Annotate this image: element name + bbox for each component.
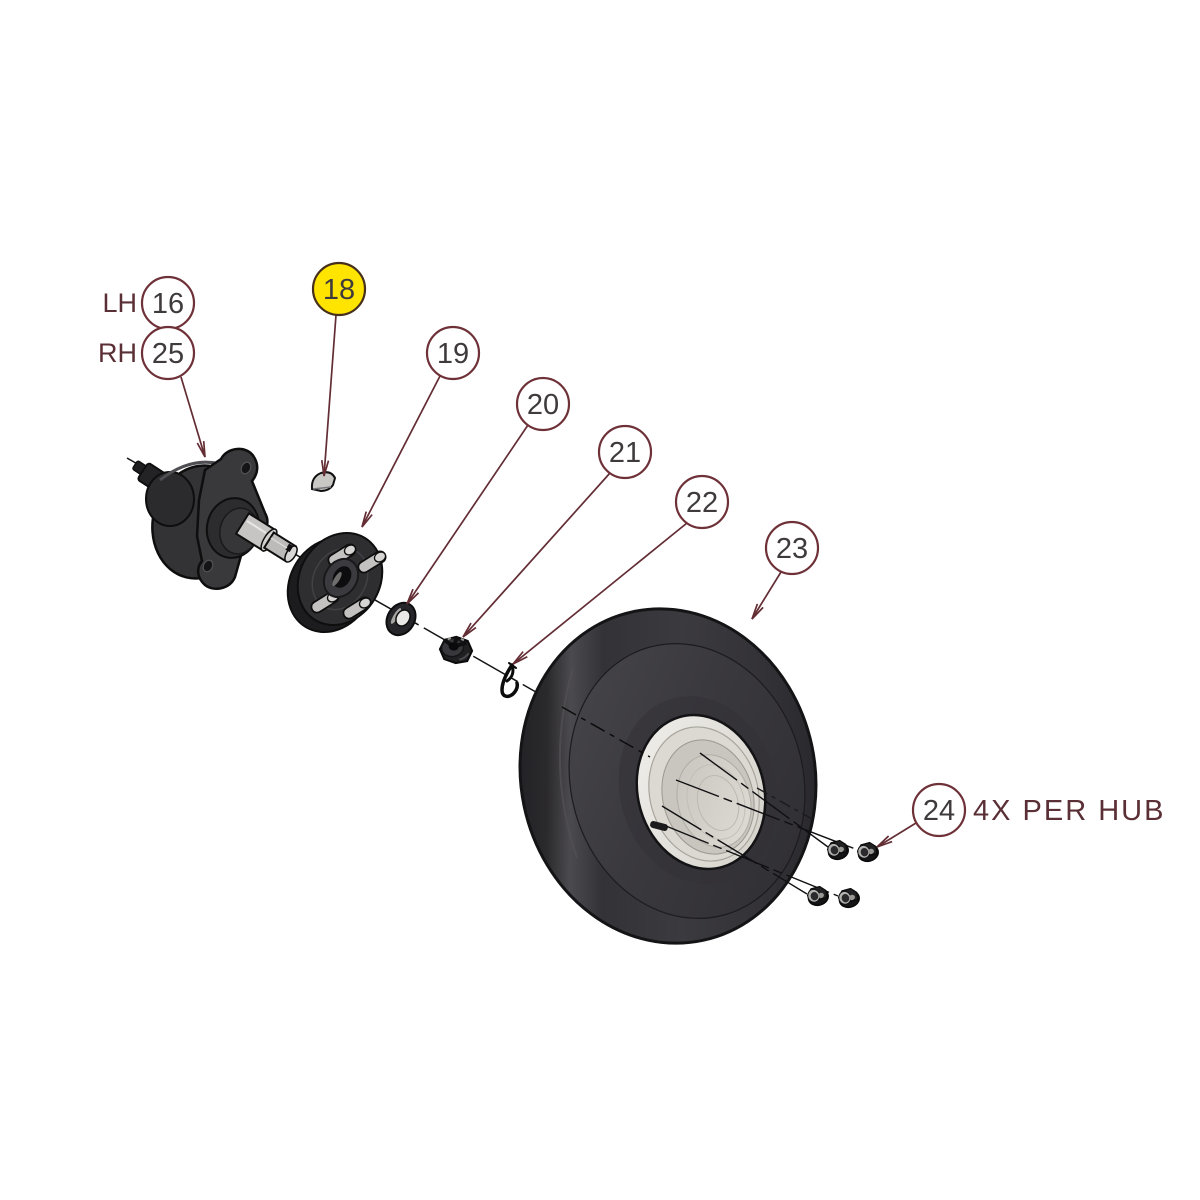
- callout-number-18: 18: [323, 274, 355, 306]
- lug-nut[interactable]: [836, 886, 862, 911]
- callout-circle-22[interactable]: [674, 474, 730, 530]
- callout-number-25: 25: [152, 338, 184, 370]
- lug-nut[interactable]: [855, 840, 881, 865]
- callout-circle-21[interactable]: [597, 424, 653, 480]
- callout-25[interactable]: 25: [140, 325, 196, 381]
- callout-number-19: 19: [437, 338, 469, 370]
- callout-24[interactable]: 24: [911, 782, 967, 838]
- leader-arrowhead-19: [361, 511, 373, 528]
- callout-circle-20[interactable]: [515, 376, 571, 432]
- leader-arrowhead-22: [512, 651, 528, 665]
- leader-line-24: [876, 822, 917, 848]
- callout-circle-18[interactable]: [311, 261, 367, 317]
- shaft-keyway: [285, 543, 294, 553]
- callout-16[interactable]: 16: [140, 275, 196, 331]
- leader-line-22: [512, 522, 688, 665]
- leader-line-25: [180, 376, 206, 458]
- leader-arrowhead-25: [196, 441, 206, 458]
- callout-number-16: 16: [152, 288, 184, 320]
- label-lh: LH: [102, 288, 137, 318]
- callout-circle-19[interactable]: [425, 325, 481, 381]
- leader-arrowhead-21: [462, 622, 477, 638]
- callout-18[interactable]: 18: [311, 261, 367, 317]
- callout-layer: 16 LH 25 RH 18 19 20 21 22 23 24 4X PER HUB: [98, 261, 1165, 848]
- leader-line-19: [361, 375, 441, 528]
- callout-21[interactable]: 21: [597, 424, 653, 480]
- callout-number-22: 22: [686, 487, 718, 519]
- stud-axis-lines: [661, 752, 859, 897]
- callout-20[interactable]: 20: [515, 376, 571, 432]
- leader-line-20: [406, 424, 529, 605]
- woodruff-key[interactable]: [310, 471, 337, 493]
- cotter-pin[interactable]: [500, 662, 519, 699]
- leader-arrowhead-20: [406, 588, 420, 605]
- flange-bolt-hole: [240, 461, 252, 475]
- spindle-assembly[interactable]: [132, 447, 299, 590]
- callout-number-23: 23: [776, 533, 808, 565]
- leader-arrowhead-18: [320, 459, 330, 477]
- flat-washer[interactable]: [381, 597, 422, 640]
- callout-circle-24[interactable]: [911, 782, 967, 838]
- leader-line-18: [323, 314, 337, 477]
- wheel-hub[interactable]: [271, 517, 399, 648]
- leader-line-23: [751, 571, 782, 620]
- lug-nut[interactable]: [805, 884, 831, 909]
- valve-stem: [650, 820, 668, 832]
- callout-number-24: 24: [923, 795, 955, 827]
- lug-nut[interactable]: [825, 838, 851, 863]
- callout-number-21: 21: [609, 437, 641, 469]
- tire-and-rim[interactable]: [489, 581, 846, 971]
- callout-23[interactable]: 23: [764, 520, 820, 576]
- callout-19[interactable]: 19: [425, 325, 481, 381]
- leader-arrowhead-23: [751, 603, 764, 620]
- label-rh: RH: [98, 338, 137, 368]
- callout-number-20: 20: [527, 389, 559, 421]
- callout-circle-23[interactable]: [764, 520, 820, 576]
- callout-22[interactable]: 22: [674, 474, 730, 530]
- leader-line-21: [462, 472, 611, 638]
- label-qty-note: 4X PER HUB: [973, 795, 1165, 827]
- leader-arrowhead-24: [876, 835, 893, 848]
- flange-bolt-hole: [202, 559, 214, 573]
- callout-circle-25[interactable]: [140, 325, 196, 381]
- lug-nuts[interactable]: [805, 838, 881, 911]
- castle-nut[interactable]: [437, 633, 474, 665]
